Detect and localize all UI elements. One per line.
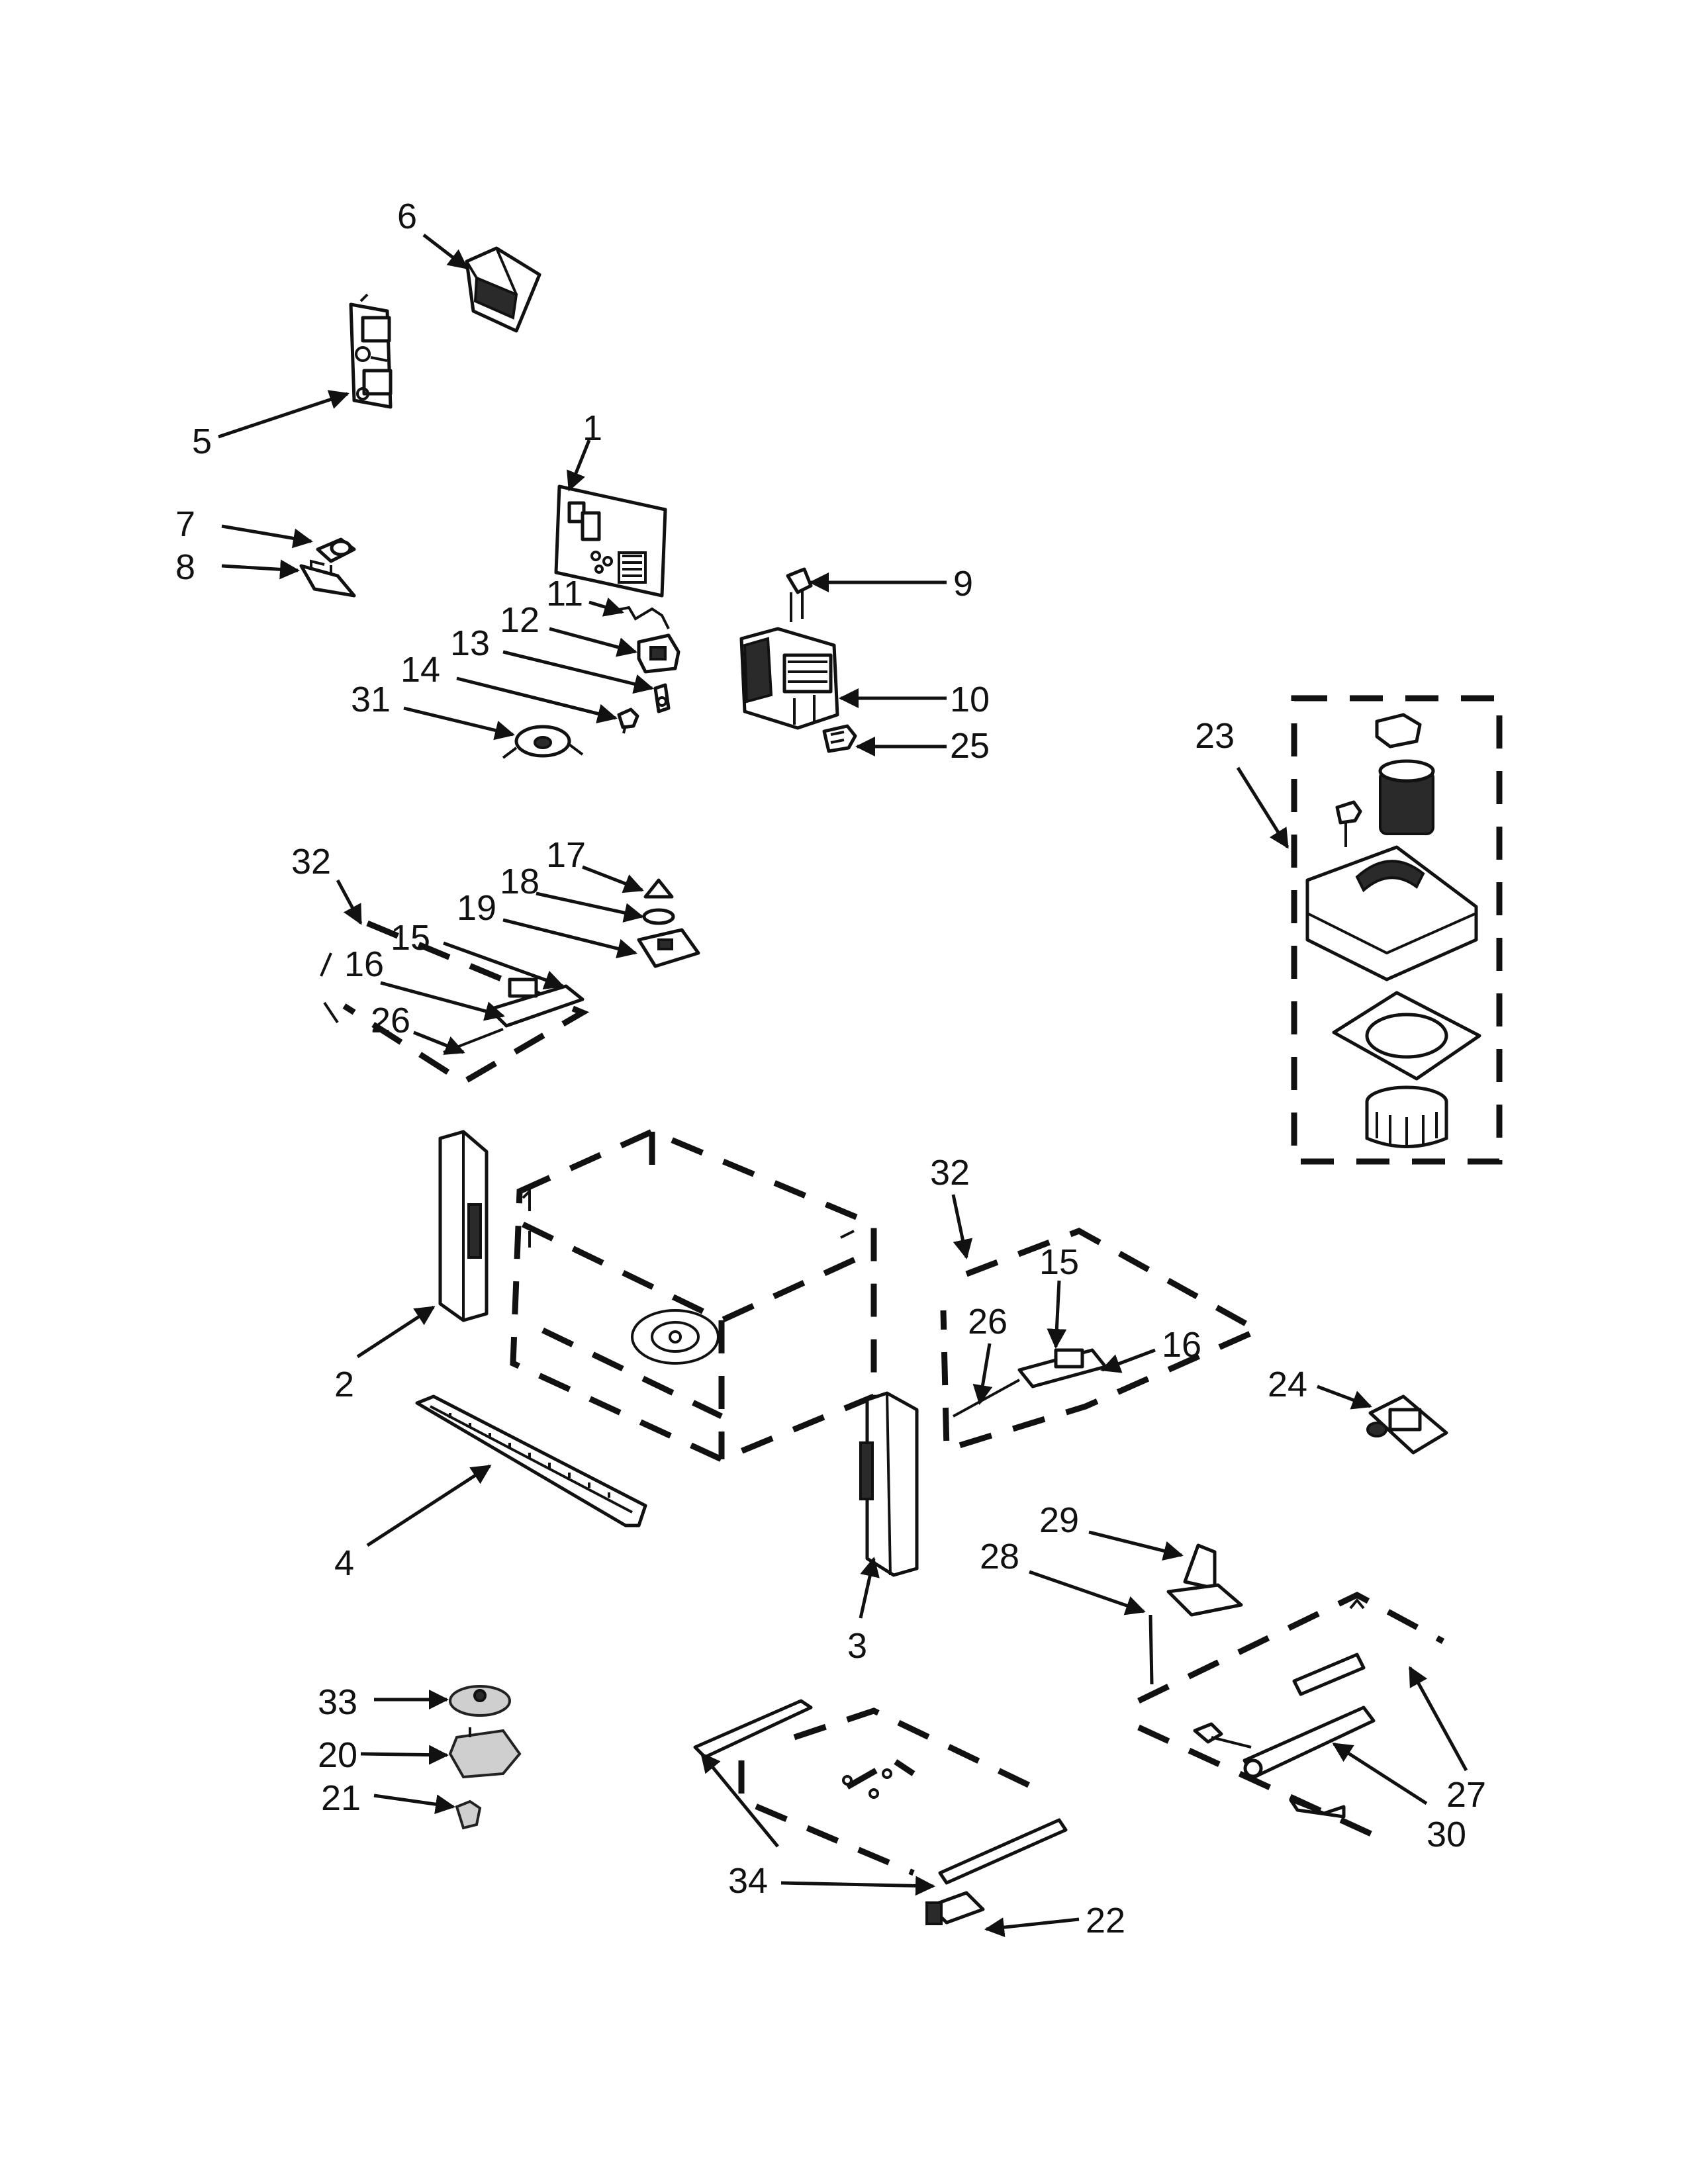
callout-9: 9 [953, 564, 973, 604]
callout-14: 14 [400, 650, 440, 690]
part-23-fan-assembly [1291, 695, 1503, 1165]
part-22-clip [925, 1891, 985, 1925]
part-14-screw [617, 707, 639, 734]
part-32-element-assembly-upper [320, 920, 590, 1086]
part-25-screw [822, 724, 857, 753]
callout-7: 7 [175, 504, 195, 544]
part-28-pin [1149, 1614, 1154, 1685]
callout-6: 6 [397, 197, 417, 236]
callout-8: 8 [175, 547, 195, 587]
callout-19: 19 [457, 888, 496, 928]
callout-16: 16 [344, 944, 384, 984]
callout-20: 20 [318, 1735, 357, 1775]
part-10-transformer [739, 627, 839, 730]
part-19-bracket [637, 928, 700, 968]
callout-23: 23 [1195, 716, 1235, 756]
callout-26-right: 26 [968, 1302, 1008, 1342]
part-27-hinge-assembly [1137, 1591, 1445, 1840]
callout-30: 30 [1427, 1815, 1466, 1854]
part-11-wire [605, 606, 670, 629]
part-2-side-panel-left [438, 1130, 489, 1322]
callout-22: 22 [1086, 1901, 1125, 1940]
callout-2: 2 [334, 1365, 354, 1404]
callout-10: 10 [950, 680, 990, 719]
callout-29: 29 [1039, 1500, 1079, 1540]
callout-31: 31 [351, 680, 391, 719]
part-17-knob [643, 878, 674, 899]
callout-26: 26 [371, 1001, 410, 1040]
callout-32-right: 32 [930, 1153, 970, 1193]
part-1-control-board [554, 484, 667, 598]
callout-32: 32 [291, 842, 331, 882]
callout-13: 13 [450, 623, 490, 663]
callout-4: 4 [334, 1543, 354, 1583]
callout-15: 15 [391, 918, 430, 958]
part-13-clip [653, 683, 671, 713]
callout-leaders [218, 234, 1468, 1938]
part-12-switch [637, 633, 680, 674]
callout-21: 21 [321, 1778, 361, 1818]
part-30-link [1193, 1706, 1376, 1819]
callout-12: 12 [500, 600, 539, 640]
part-7-fuse [316, 537, 356, 563]
callout-28: 28 [980, 1537, 1019, 1576]
callout-34: 34 [728, 1861, 768, 1901]
callout-1: 1 [583, 408, 602, 448]
callout-33: 33 [318, 1682, 357, 1722]
part-29-bracket [1166, 1543, 1243, 1617]
part-3-side-panel-right [859, 1391, 919, 1577]
part-6-relay-box [465, 246, 541, 333]
part-9-terminal [786, 567, 813, 622]
part-33-coupler [449, 1685, 511, 1717]
part-21-screw [455, 1799, 482, 1830]
callout-17: 17 [546, 835, 586, 875]
callout-11: 11 [546, 574, 583, 614]
part-24-switch [1366, 1394, 1448, 1455]
part-4-rail [415, 1394, 647, 1527]
callout-15-right: 15 [1039, 1242, 1079, 1282]
part-20-turntable-motor [448, 1727, 522, 1779]
callout-3: 3 [847, 1626, 867, 1666]
callout-5: 5 [192, 422, 212, 461]
callout-18: 18 [500, 862, 539, 901]
callout-27: 27 [1446, 1775, 1486, 1815]
oven-cavity-frame [510, 1128, 877, 1463]
callout-25: 25 [950, 726, 990, 766]
callout-labels: 1 2 3 4 5 6 7 8 9 10 11 12 13 14 15 15 1… [175, 197, 1486, 1940]
part-8-fuse-holder [299, 559, 356, 598]
callout-24: 24 [1268, 1365, 1307, 1404]
part-5-relay-bracket [349, 293, 393, 409]
part-31-thermal-cutoff [502, 725, 584, 759]
callout-16-right: 16 [1162, 1325, 1201, 1365]
part-34-bottom-rails [693, 1699, 1068, 1885]
part-18-washer [642, 908, 675, 925]
